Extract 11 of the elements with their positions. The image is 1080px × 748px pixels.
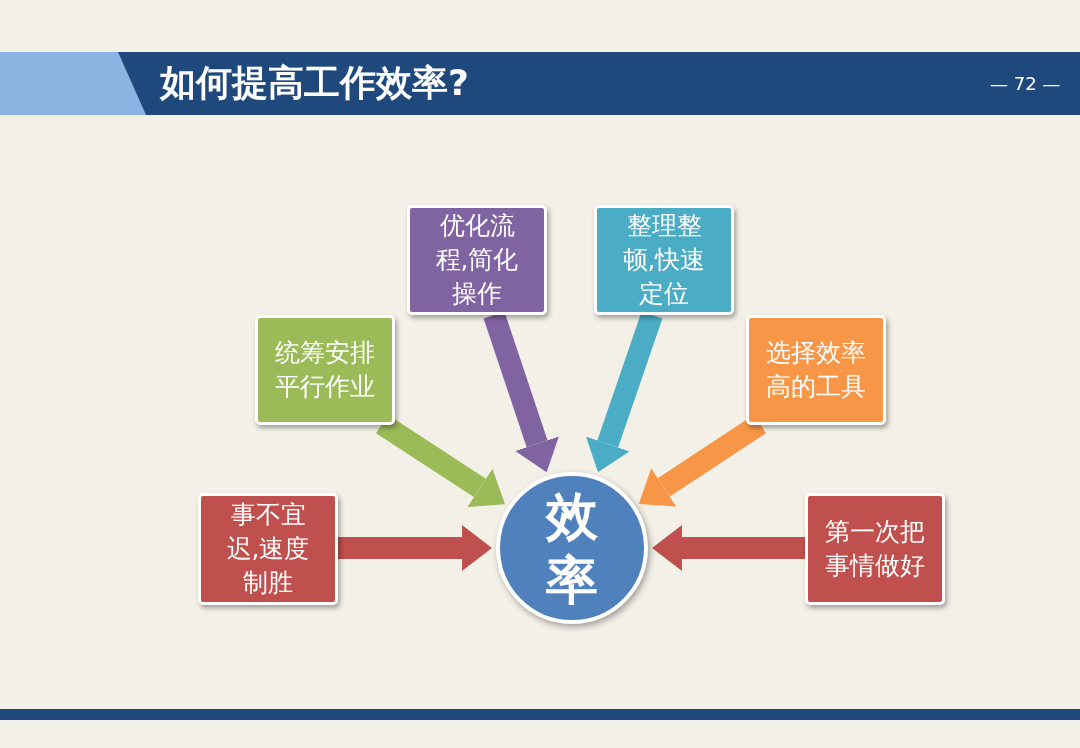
process-box: 整理整顿,快速定位 xyxy=(594,205,734,315)
center-circle: 效率 xyxy=(496,472,648,624)
page-number: — 72 — xyxy=(990,72,1061,96)
process-box: 选择效率高的工具 xyxy=(746,315,886,425)
process-box: 统筹安排平行作业 xyxy=(255,315,395,425)
title: 如何提高工作效率? xyxy=(160,61,469,105)
process-box: 事不宜迟,速度制胜 xyxy=(198,493,338,605)
process-box: 优化流程,简化操作 xyxy=(407,205,547,315)
arrow xyxy=(338,525,492,571)
process-box: 第一次把事情做好 xyxy=(805,493,945,605)
arrow xyxy=(652,525,805,571)
